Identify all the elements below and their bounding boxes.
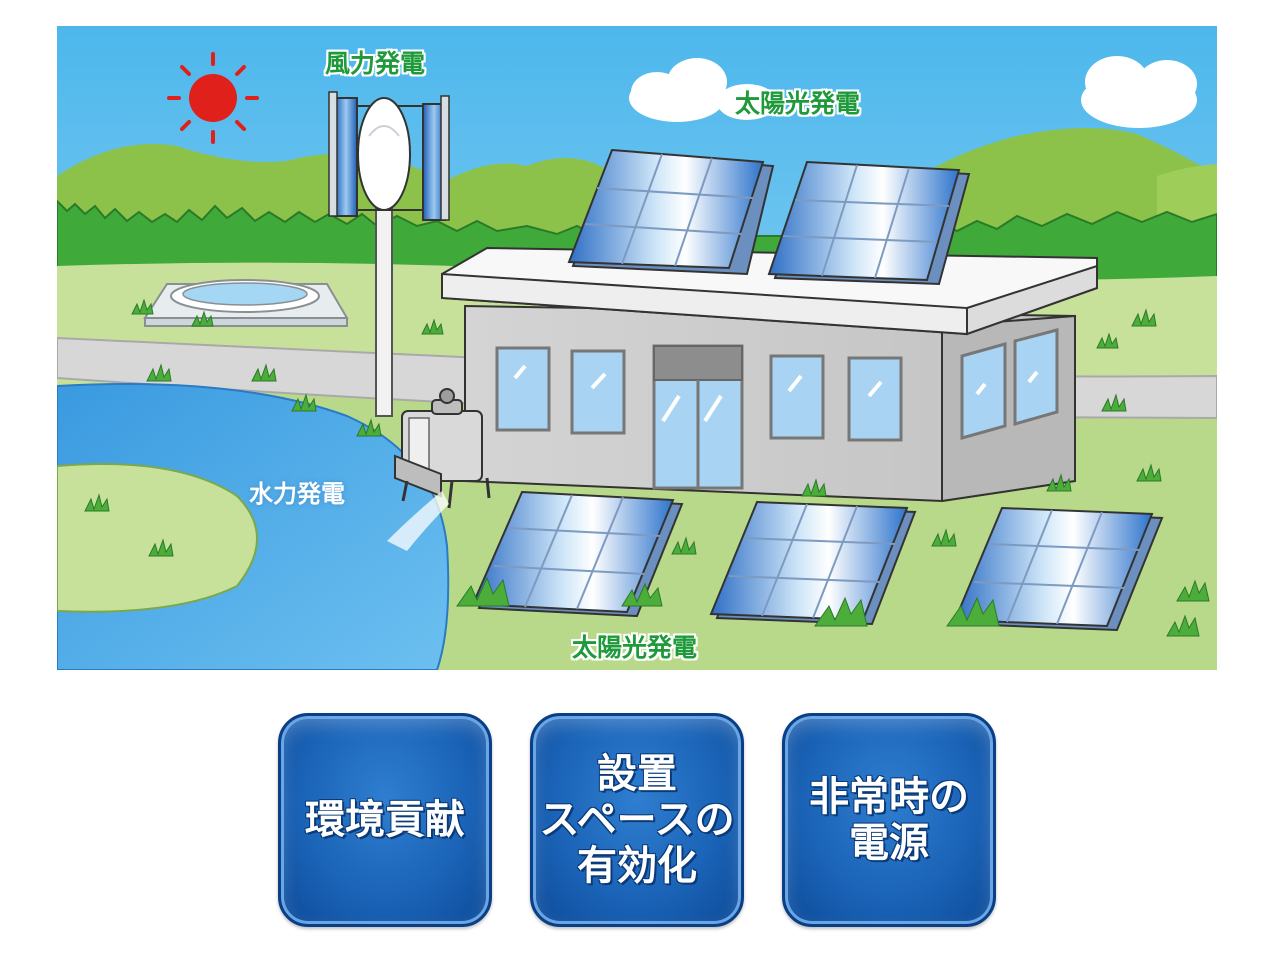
feature-emergency-power-button[interactable]: 非常時の 電源 bbox=[782, 713, 996, 927]
feature-label: 設置 スペースの 有効化 bbox=[539, 751, 735, 889]
water-turbine-icon bbox=[387, 388, 491, 551]
solar-panel-icon bbox=[471, 490, 684, 618]
solar-panel-icon bbox=[567, 148, 775, 276]
feature-space-button[interactable]: 設置 スペースの 有効化 bbox=[530, 713, 744, 927]
solar-panel-icon bbox=[953, 506, 1164, 632]
cloud-icon bbox=[629, 58, 777, 122]
solar-panel-icon bbox=[709, 500, 917, 626]
illustration-scene: 風力発電 太陽光発電 水力発電 太陽光発電 bbox=[57, 26, 1217, 670]
scene-svg bbox=[57, 26, 1217, 670]
cloud-icon bbox=[1081, 56, 1197, 128]
label-solar-power-bottom: 太陽光発電 bbox=[572, 633, 698, 662]
label-solar-power-top: 太陽光発電 bbox=[735, 89, 861, 118]
reservoir bbox=[143, 279, 349, 327]
label-hydro-power: 水力発電 bbox=[249, 480, 345, 508]
building-icon bbox=[441, 246, 1098, 503]
solar-panel-icon bbox=[767, 160, 971, 286]
feature-label: 環境貢献 bbox=[305, 797, 465, 843]
sun-icon bbox=[167, 52, 259, 144]
grass-icon bbox=[84, 298, 1210, 637]
feature-environment-button[interactable]: 環境貢献 bbox=[278, 713, 492, 927]
feature-label: 非常時の 電源 bbox=[809, 774, 969, 866]
label-wind-power: 風力発電 bbox=[325, 49, 426, 78]
wind-turbine-icon bbox=[328, 91, 450, 417]
